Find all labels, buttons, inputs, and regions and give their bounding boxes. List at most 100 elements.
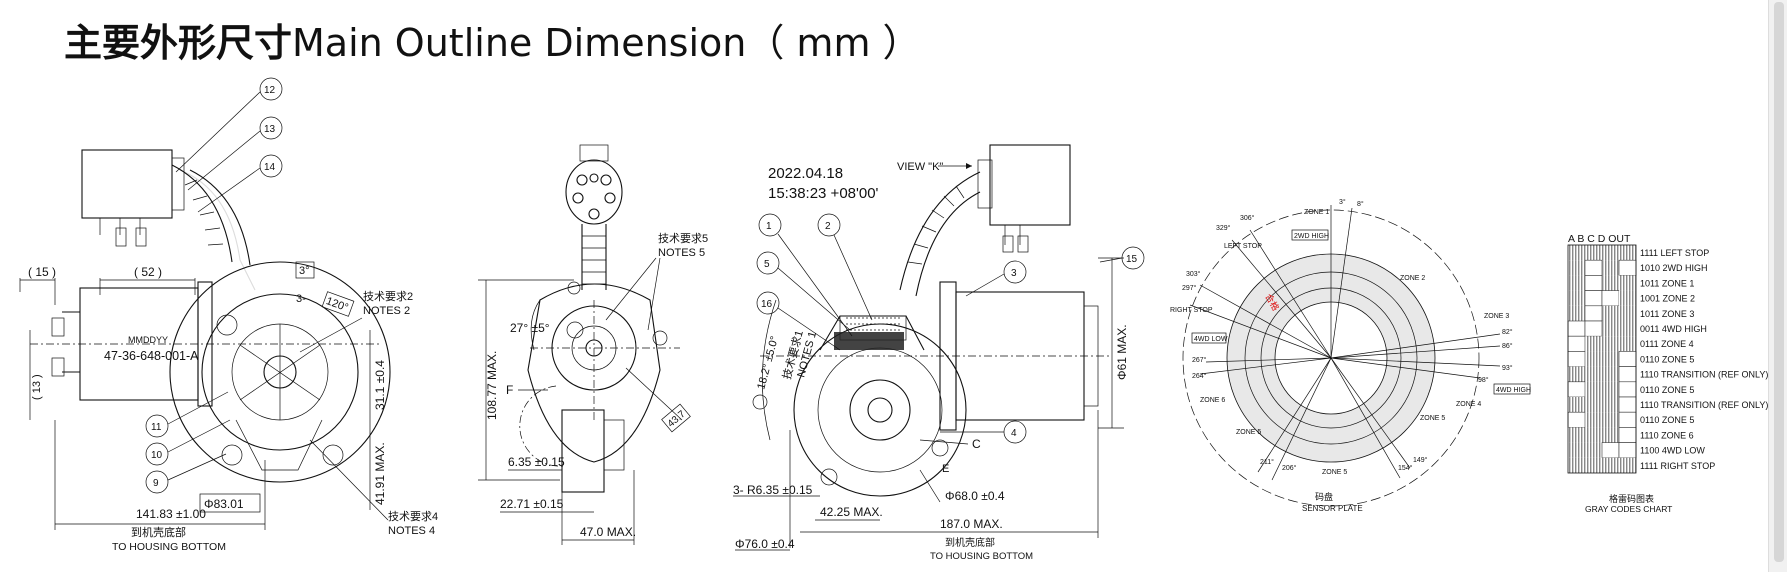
gray-cell — [1618, 259, 1637, 276]
callout-2: 2 — [817, 213, 873, 321]
gray-cell — [1584, 290, 1603, 307]
gray-cell — [1567, 335, 1586, 352]
gray-cell — [1585, 457, 1602, 473]
housing-en-1: TO HOUSING BOTTOM — [112, 541, 226, 553]
stop-2wd-high: 2WD HIGH — [1294, 233, 1329, 240]
gray-code-row-label: 1011 ZONE 1 — [1640, 278, 1694, 288]
svg-text:11: 11 — [151, 422, 162, 433]
scrollbar-thumb[interactable] — [1774, 2, 1784, 562]
gray-cell — [1584, 275, 1603, 291]
housing-zh-1: 到机壳底部 — [131, 525, 186, 539]
dim-76: Φ76.0 ±0.4 — [735, 537, 795, 551]
note5-zh: 技术要求5 — [658, 232, 708, 245]
sensor-caption-zh: 码盘 — [1315, 491, 1333, 502]
gray-cell — [1585, 427, 1602, 443]
gray-code-row-label: 1110 TRANSITION (REF ONLY) — [1640, 370, 1768, 380]
gray-cell — [1618, 381, 1637, 398]
dim-187: 187.0 MAX. — [940, 517, 1003, 531]
view2-end-view: 108.77 MAX. 27° ±5° F 技术要求5 NOTES 5 43.7… — [478, 144, 708, 545]
view3-side-view: 2022.04.18 15:38:23 +08'00' VIEW "K" 1 2… — [733, 144, 1145, 562]
gray-cell — [1585, 336, 1602, 352]
note4-zh: 技术要求4 — [388, 510, 438, 523]
callout-14: 14 — [197, 154, 283, 213]
gray-cell — [1584, 259, 1603, 276]
gray-cell — [1618, 427, 1637, 443]
page-title: 主要外形尺寸Main Outline Dimension（ mm ） — [64, 18, 921, 68]
gray-cell — [1585, 442, 1602, 458]
gray-cell — [1602, 305, 1619, 321]
gray-cell — [1584, 320, 1603, 337]
svg-text:2: 2 — [825, 221, 831, 232]
gray-cell — [1567, 381, 1586, 398]
callout-4: 4 — [940, 420, 1027, 444]
gray-cell — [1602, 275, 1619, 291]
gray-cell — [1585, 397, 1602, 413]
callout-11: 11 — [145, 391, 229, 438]
gray-cell — [1568, 442, 1585, 458]
dim-3-prefix: 3- — [296, 293, 306, 305]
angle-206: 206° — [1282, 464, 1297, 472]
gray-code-row-label: 1010 2WD HIGH — [1640, 263, 1708, 273]
angle-93: 93° — [1502, 364, 1513, 372]
zone-5-c: ZONE 5 — [1236, 429, 1261, 436]
vertical-scrollbar[interactable] — [1768, 0, 1787, 572]
zone-5-a: ZONE 5 — [1420, 415, 1445, 422]
dim-141-83: 141.83 ±1.00 — [136, 507, 206, 521]
label-E: E — [942, 463, 949, 475]
gray-cell — [1568, 305, 1585, 321]
callout-13: 13 — [187, 116, 283, 191]
datetime-time: 15:38:23 +08'00' — [768, 185, 879, 202]
callout-5: 5 — [756, 251, 851, 331]
angle-86: 86° — [1502, 342, 1513, 350]
dim-41-91: 41.91 MAX. — [373, 442, 387, 505]
gray-cell — [1619, 457, 1636, 473]
svg-text:13: 13 — [264, 124, 276, 135]
gray-code-row-label: 1011 ZONE 3 — [1640, 309, 1694, 319]
gray-cell — [1619, 336, 1636, 352]
gray-cell — [1568, 275, 1585, 291]
gray-cell — [1618, 411, 1637, 428]
gray-code-row-label: 0011 4WD HIGH — [1640, 324, 1707, 334]
dim-15: ( 15 ) — [28, 265, 56, 279]
svg-text:12: 12 — [264, 85, 276, 96]
angle-267: 267° — [1192, 356, 1207, 364]
dim-47: 47.0 MAX. — [580, 525, 636, 539]
svg-text:14: 14 — [264, 162, 276, 173]
dim-13: ( 13 ) — [31, 374, 43, 400]
gray-cell — [1602, 366, 1619, 382]
dim-68: Φ68.0 ±0.4 — [945, 489, 1005, 503]
callout-10: 10 — [145, 419, 231, 466]
gray-grid-border — [1567, 244, 1637, 474]
callout-3: 3 — [965, 260, 1027, 297]
datetime-date: 2022.04.18 — [768, 165, 843, 182]
dim-42-25: 42.25 MAX. — [820, 505, 883, 519]
gray-cell — [1602, 397, 1619, 413]
gray-code-row-label: 1110 TRANSITION (REF ONLY) — [1640, 400, 1768, 410]
gray-cell — [1585, 351, 1602, 367]
dim-31-1: 31.1 ±0.4 — [373, 360, 387, 410]
gray-header: A B C D OUT — [1568, 233, 1631, 245]
gray-cell — [1602, 381, 1619, 397]
dim-22-71: 22.71 ±0.15 — [500, 497, 564, 511]
gray-cell — [1602, 427, 1619, 443]
zone-4: ZONE 4 — [1456, 401, 1481, 408]
dim-27-deg: 27° ±5° — [510, 321, 550, 335]
stop-left: LEFT STOP — [1224, 243, 1262, 250]
gray-cell — [1567, 320, 1586, 337]
part-number-label: 47-36-648-001-A — [104, 349, 199, 363]
zone-6: ZONE 6 — [1200, 397, 1225, 404]
stop-4wd-high: 4WD HIGH — [1496, 387, 1531, 394]
note4-en: NOTES 4 — [388, 525, 435, 537]
label-C: C — [972, 437, 981, 451]
stop-4wd-low: 4WD LOW — [1194, 336, 1228, 343]
svg-text:1: 1 — [766, 221, 772, 232]
gray-cell — [1618, 396, 1637, 413]
gray-cell — [1602, 260, 1619, 276]
gray-cell — [1585, 381, 1602, 397]
callout-9: 9 — [145, 453, 227, 494]
view1-side-view: ( 15 ) ( 52 ) ( 13 ) MMDDYY 47-36-648-00… — [19, 77, 438, 553]
angle-211: 211° — [1260, 458, 1274, 466]
dim-r6-35: 3- R6.35 ±0.15 — [733, 483, 813, 497]
